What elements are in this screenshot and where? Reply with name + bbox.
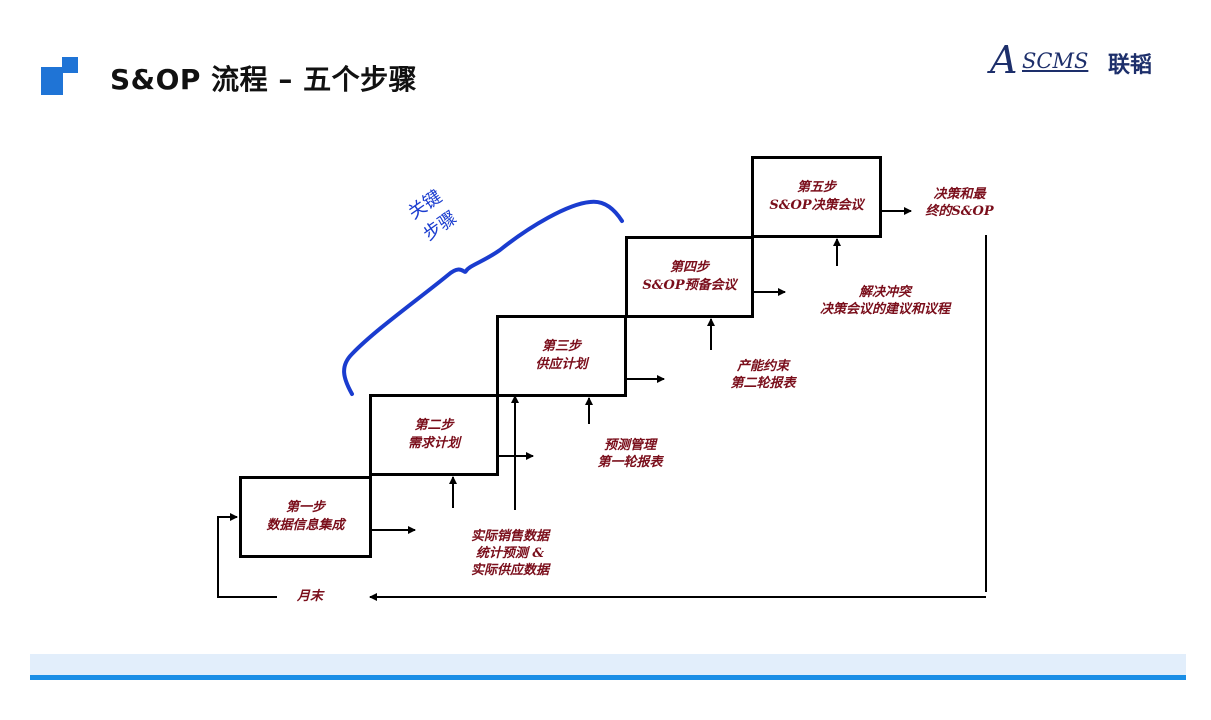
output-label-step3: 产能约束 第二轮报表 (730, 359, 796, 391)
key-steps-bracket (342, 199, 624, 396)
step-2-name: 需求计划 (407, 436, 460, 451)
footer-line (30, 675, 1186, 680)
output-label-step4: 解决冲突 决策会议的建议和议程 (819, 285, 950, 317)
step-5-name: S&OP决策会议 (769, 198, 864, 213)
step-2-number: 第二步 (414, 418, 454, 433)
footer-band (30, 654, 1186, 676)
step-3-name: 供应计划 (535, 357, 588, 372)
step-5-box: 第五步 S&OP决策会议 (751, 156, 882, 238)
step-3-box: 第三步 供应计划 (496, 315, 627, 397)
step-1-box: 第一步 数据信息集成 (239, 476, 372, 558)
brand-latin: SCMS (1022, 49, 1089, 73)
month-end-label: 月末 (296, 589, 323, 604)
output-label-step2: 预测管理 第一轮报表 (597, 438, 663, 470)
page-title: S&OP 流程 – 五个步骤 (110, 63, 418, 96)
title-logo-square (41, 67, 63, 95)
step-4-number: 第四步 (669, 260, 709, 275)
step-5-number: 第五步 (796, 180, 836, 195)
step-4-name: S&OP预备会议 (642, 278, 737, 293)
brand-logo: A SCMS 联韬 (990, 38, 1180, 88)
step-4-box: 第四步 S&OP预备会议 (625, 236, 754, 318)
step-2-box: 第二步 需求计划 (369, 394, 499, 476)
brand-chinese: 联韬 (1108, 52, 1153, 78)
brand-initial: A (990, 38, 1018, 82)
title-logo-small-square (62, 57, 78, 73)
step-1-name: 数据信息集成 (266, 518, 345, 533)
output-label-step1: 实际销售数据 统计预测 & 实际供应数据 (470, 529, 549, 578)
step-3-number: 第三步 (541, 339, 581, 354)
output-label-step5: 决策和最 终的S&OP (925, 187, 994, 219)
monthly-loop-return (217, 513, 277, 598)
step-1-number: 第一步 (285, 500, 325, 515)
